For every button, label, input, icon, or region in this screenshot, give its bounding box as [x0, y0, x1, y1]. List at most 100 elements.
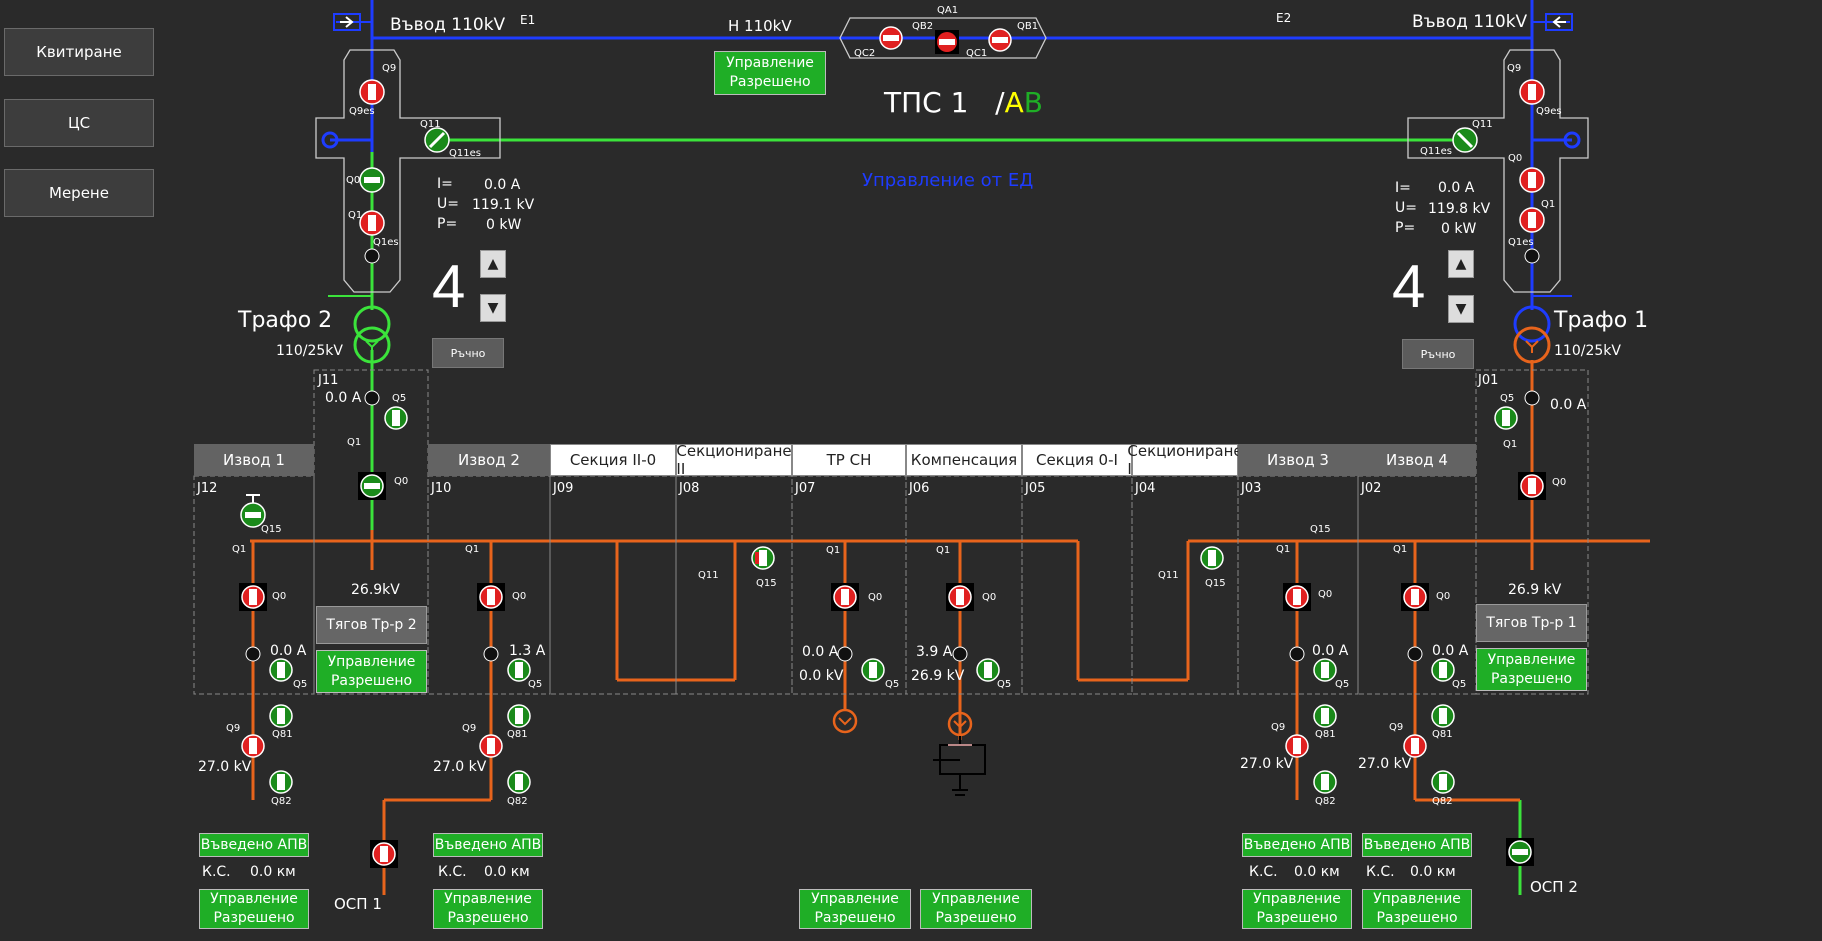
top-control-button[interactable]: Управление Разрешено: [714, 51, 826, 95]
right-i-label: I=: [1395, 180, 1411, 196]
switch-right-q0: [1519, 167, 1545, 193]
traction-trafo-1-button[interactable]: Тягов Тр-р 1: [1476, 604, 1587, 642]
feeder-switch-stacks[interactable]: [239, 583, 1455, 794]
feeder-1-q9[interactable]: [241, 734, 265, 758]
section-header-4[interactable]: Секциониране II: [676, 442, 792, 478]
comp-q0[interactable]: [948, 585, 972, 609]
feeder-voltage: 27.0 kV: [1240, 756, 1294, 772]
feeder-apv-button[interactable]: Въведено АПВ: [1362, 833, 1472, 857]
feeder-1-q0[interactable]: [241, 585, 265, 609]
switch-j11-q0: [358, 472, 386, 500]
cell-id-label: J02: [1361, 481, 1382, 496]
right-tap-down-button[interactable]: ▼: [1448, 295, 1474, 323]
feeder-apv-button[interactable]: Въведено АПВ: [1242, 833, 1352, 857]
feeder-1-q81[interactable]: [269, 704, 293, 728]
feeder-q9-label: Q9: [226, 723, 241, 734]
feeder-2-q81[interactable]: [507, 704, 531, 728]
feeder-3-q82[interactable]: [1313, 770, 1337, 794]
comp-disconnector[interactable]: [952, 646, 968, 662]
feeder-2-q82[interactable]: [507, 770, 531, 794]
cell-id-label: J12: [197, 481, 218, 496]
section-b-indicator: B: [1023, 86, 1043, 119]
comp-control-button[interactable]: Управление Разрешено: [920, 889, 1032, 929]
feeder-4-q0[interactable]: [1403, 585, 1427, 609]
left-power-value: 0 kW: [486, 217, 522, 233]
trsn-q5[interactable]: [861, 658, 885, 682]
feeder-3-disconnector[interactable]: [1289, 646, 1305, 662]
breakers[interactable]: [358, 26, 1546, 500]
feeder-3-q9[interactable]: [1285, 734, 1309, 758]
section-header-10[interactable]: Извод 4: [1358, 444, 1476, 476]
feeder-q81-label: Q81: [1315, 729, 1336, 740]
left-mode-button[interactable]: Ръчно: [432, 338, 504, 368]
feeder-apv-button[interactable]: Въведено АПВ: [199, 833, 309, 857]
feeder-current: 0.0 A: [1312, 643, 1349, 659]
section-header-8[interactable]: Секциониране I: [1127, 442, 1242, 478]
feeder-4-q9[interactable]: [1403, 734, 1427, 758]
feeder-2-q9[interactable]: [479, 734, 503, 758]
left-q1-label: Q1: [348, 210, 363, 221]
control-line2: Разрешено: [814, 910, 896, 926]
feeder-4-q82[interactable]: [1431, 770, 1455, 794]
input-earthing-right[interactable]: [1545, 13, 1573, 31]
trsn-disconnector[interactable]: [837, 646, 853, 662]
section-header-2[interactable]: Извод 2: [428, 444, 550, 476]
input-earthing-left[interactable]: [333, 13, 361, 31]
section-header-1[interactable]: Извод 1: [194, 444, 314, 476]
traction-trafo-2-button[interactable]: Тягов Тр-р 2: [316, 606, 427, 644]
cell-frames: [193, 369, 1589, 695]
j01-control-button[interactable]: Управление Разрешено: [1476, 648, 1587, 691]
measurement-button[interactable]: Мерене: [4, 169, 154, 217]
feeder-2-disconnector[interactable]: [483, 646, 499, 662]
cs-button[interactable]: ЦС: [4, 99, 154, 147]
feeder-2-q0[interactable]: [479, 585, 503, 609]
feeder-3-q81[interactable]: [1313, 704, 1337, 728]
left-u-label: U=: [437, 196, 459, 212]
feeder-apv-button[interactable]: Въведено АПВ: [433, 833, 543, 857]
comp-q5[interactable]: [976, 658, 1000, 682]
j01-q5-label: Q5: [1500, 393, 1515, 404]
osp2-switch[interactable]: [1506, 838, 1534, 866]
osp1-switch[interactable]: [370, 840, 398, 868]
section-header-3[interactable]: Секция II-0: [550, 444, 676, 476]
feeder-4-q81[interactable]: [1431, 704, 1455, 728]
section-header-5[interactable]: ТР СН: [792, 444, 906, 476]
right-tap-up-button[interactable]: ▲: [1448, 250, 1474, 278]
feeder-distance: 0.0 км: [1294, 864, 1340, 880]
switch-j04-q15: [1200, 546, 1224, 570]
feeder-4-disconnector[interactable]: [1407, 646, 1423, 662]
feeder-3-q0[interactable]: [1285, 585, 1309, 609]
feeder-2-q5[interactable]: [507, 658, 531, 682]
section-header-9[interactable]: Извод 3: [1238, 444, 1358, 476]
cell-id-label: J05: [1025, 481, 1046, 496]
trsn-q0[interactable]: [833, 585, 857, 609]
feeder-3-q5[interactable]: [1313, 658, 1337, 682]
switch-left-q1x: [364, 248, 380, 264]
sectioning-switches[interactable]: [751, 546, 1224, 570]
section-header-7[interactable]: Секция 0-I: [1022, 444, 1132, 476]
trsn-control-button[interactable]: Управление Разрешено: [799, 889, 911, 929]
left-tap-up-button[interactable]: ▲: [480, 250, 506, 278]
feeder-1-q5[interactable]: [269, 658, 293, 682]
right-mode-button[interactable]: Ръчно: [1402, 339, 1474, 369]
j11-control-button[interactable]: Управление Разрешено: [316, 650, 427, 693]
feeder-1-q82[interactable]: [269, 770, 293, 794]
switch-qb2: [935, 30, 959, 54]
feeder-4-q5[interactable]: [1431, 658, 1455, 682]
trafo-1-symbol[interactable]: [1513, 305, 1551, 364]
bus-110kv: [321, 0, 1581, 152]
comp-current: 3.9 A: [916, 644, 953, 660]
qb1-label: QB1: [1017, 21, 1039, 32]
acknowledge-button[interactable]: Квитиране: [4, 28, 154, 76]
control-line1: Управление: [1373, 891, 1461, 907]
section-header-6[interactable]: Компенсация: [906, 444, 1022, 476]
j12-q15-switch[interactable]: [240, 494, 266, 528]
trafo-2-symbol[interactable]: [353, 305, 391, 364]
trsn-current: 0.0 A: [802, 644, 839, 660]
left-tap-down-button[interactable]: ▼: [480, 294, 506, 322]
feeder-1-disconnector[interactable]: [245, 646, 261, 662]
